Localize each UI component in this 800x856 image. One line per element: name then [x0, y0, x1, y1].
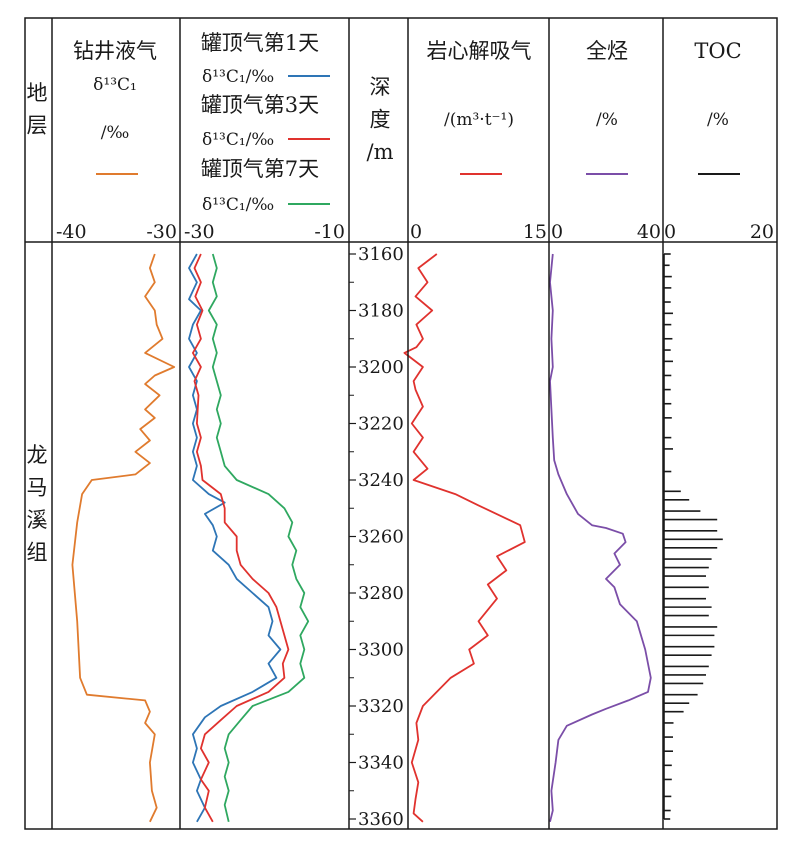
- canister-xtick-min: -30: [184, 221, 215, 243]
- totalhc-unit: /%: [596, 110, 618, 130]
- series-layer: [71, 253, 723, 823]
- canister-unit-3: δ¹³C₁/‰: [202, 130, 274, 150]
- depth-tick-label-3200: 3200: [358, 357, 404, 378]
- depth-axis-label: 深度/m: [367, 75, 394, 164]
- drilling-xtick-max: -30: [146, 221, 177, 243]
- depth-tick-label-3160: 3160: [358, 244, 404, 265]
- desorbed-series-line-1: [403, 253, 526, 823]
- canister-series-line-1: [188, 253, 282, 823]
- depth-tick-label-3180: 3180: [358, 301, 404, 322]
- drilling-title: 钻井液气: [73, 39, 157, 63]
- canister-unit-7: δ¹³C₁/‰: [202, 195, 274, 215]
- totalhc-series-line-1: [549, 253, 652, 823]
- stratum-unit: 龙马溪组: [27, 443, 48, 565]
- depth-tick-label-3260: 3260: [358, 527, 404, 548]
- toc-title: TOC: [694, 39, 741, 63]
- depth-tick-label-3240: 3240: [358, 470, 404, 491]
- canister-xtick-max: -10: [314, 221, 345, 243]
- outer-border: [24, 17, 778, 830]
- drilling-unit: /‰: [101, 123, 130, 143]
- drilling-xtick-min: -40: [56, 221, 87, 243]
- chart-frame: [24, 17, 778, 830]
- depth-tick-label-3340: 3340: [358, 753, 404, 774]
- totalhc-xtick-min: 0: [551, 221, 563, 243]
- canister-unit-1: δ¹³C₁/‰: [202, 67, 274, 87]
- depth-tick-label-3280: 3280: [358, 583, 404, 604]
- toc-xtick-min: 0: [664, 221, 676, 243]
- desorbed-xtick-max: 15: [523, 221, 547, 243]
- canister-series-line-2: [191, 253, 290, 823]
- toc-xtick-max: 20: [750, 221, 774, 243]
- canister-title-3: 罐顶气第3天: [201, 93, 319, 117]
- drilling-subtitle: δ¹³C₁: [93, 75, 137, 95]
- desorbed-xtick-min: 0: [410, 221, 422, 243]
- depth-tick-label-3300: 3300: [358, 640, 404, 661]
- depth-axis: 3160 3180 3200 3220 3240 3260 3280 3300 3320 3340…: [349, 244, 404, 830]
- depth-tick-label-3220: 3220: [358, 414, 404, 435]
- desorbed-title: 岩心解吸气: [427, 39, 532, 63]
- depth-tick-label-3360: 3360: [358, 809, 404, 830]
- drilling-series-line-1: [71, 253, 176, 823]
- canister-series-line-3: [207, 253, 310, 823]
- stratum-header: 地层: [27, 81, 48, 138]
- canister-title-7: 罐顶气第7天: [201, 157, 319, 181]
- depth-tick-label-3320: 3320: [358, 696, 404, 717]
- canister-title-1: 罐顶气第1天: [201, 31, 319, 55]
- totalhc-title: 全烃: [586, 39, 628, 63]
- desorbed-unit: /(m³·t⁻¹): [444, 110, 514, 130]
- totalhc-xtick-max: 40: [637, 221, 661, 243]
- toc-unit: /%: [707, 110, 729, 130]
